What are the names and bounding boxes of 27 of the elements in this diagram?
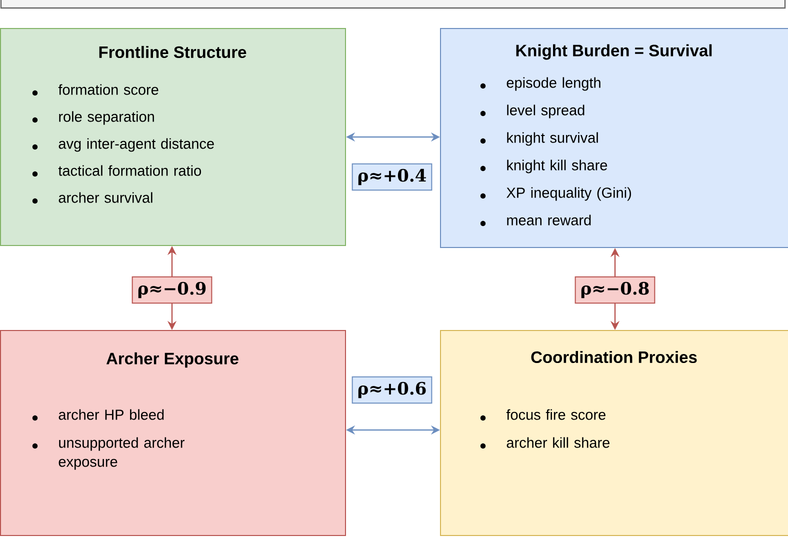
bullet-item: episode length	[506, 77, 600, 91]
edge-label: ρ≈+0.6	[352, 376, 432, 404]
bullet-item: archer kill share	[506, 437, 610, 448]
group-box	[0, 330, 346, 536]
group-box	[440, 330, 788, 536]
box-heading: Knight Burden = Survival	[516, 44, 712, 60]
bullet-item: knight survival	[507, 132, 598, 146]
box-heading: Coordination Proxies	[531, 350, 697, 364]
group-box	[440, 28, 788, 248]
bullet-item: formation score	[58, 84, 158, 95]
bullet-item: archer HP bleed	[58, 409, 164, 420]
box-heading: Frontline Structure	[99, 46, 246, 58]
bullet-item: role separation	[59, 111, 154, 125]
bullet-item: mean reward	[507, 214, 591, 226]
bullet-item: unsupported archer exposure	[58, 437, 184, 470]
bullet-item: XP inequality (Gini)	[506, 187, 631, 201]
edge-label: ρ≈−0.8	[574, 276, 656, 304]
edge-label: ρ≈−0.9	[132, 276, 212, 304]
bullet-item: archer survival	[58, 192, 152, 203]
box-heading: Archer Exposure	[106, 352, 238, 368]
bullet-item: focus fire score	[506, 409, 606, 420]
bullet-item: level spread	[507, 104, 584, 118]
bullet-item: avg inter-agent distance	[58, 138, 214, 152]
bullet-item: tactical formation ratio	[58, 165, 202, 176]
bullet-item: knight kill share	[507, 160, 608, 174]
edge-label: ρ≈+0.4	[352, 163, 432, 191]
group-box	[0, 28, 346, 246]
